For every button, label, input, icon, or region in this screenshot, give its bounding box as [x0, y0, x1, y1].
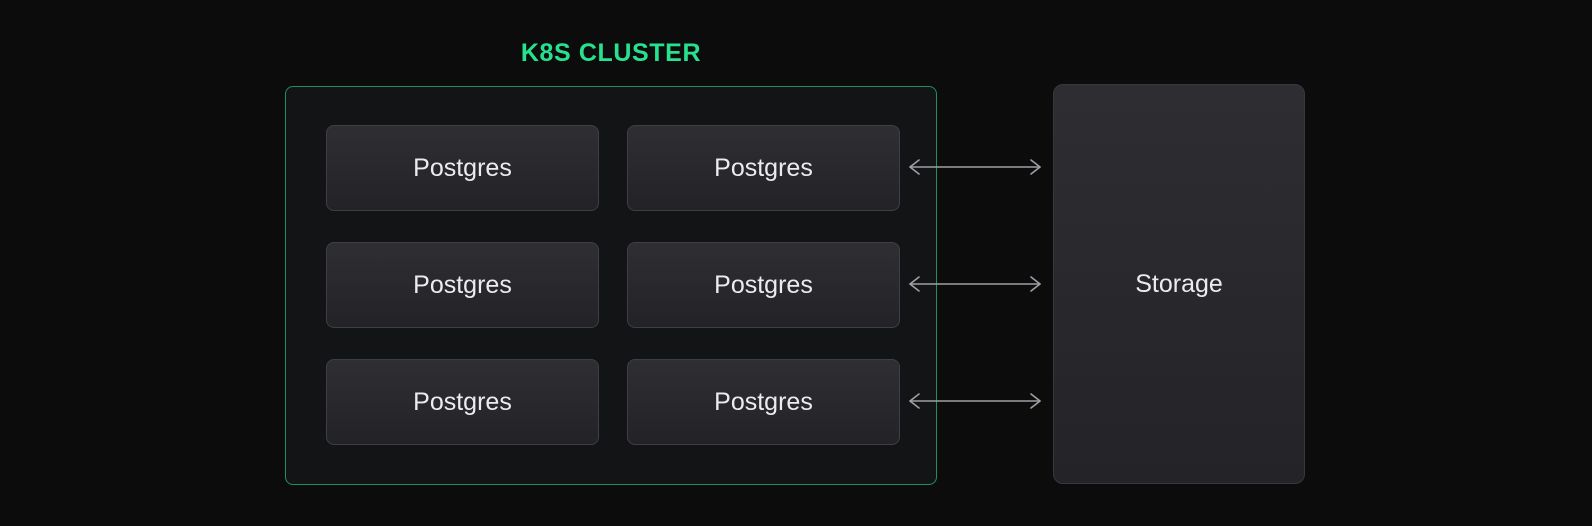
double-arrow-icon: [909, 159, 1041, 175]
double-arrow-icon: [909, 393, 1041, 409]
postgres-node-label: Postgres: [413, 270, 512, 299]
postgres-node-label: Postgres: [413, 387, 512, 416]
storage-box: Storage: [1053, 84, 1305, 484]
k8s-cluster-box: Postgres Postgres Postgres Postgres Post…: [285, 86, 937, 485]
postgres-node-label: Postgres: [714, 153, 813, 182]
postgres-node: Postgres: [627, 359, 900, 445]
storage-label: Storage: [1135, 269, 1223, 298]
postgres-node: Postgres: [326, 242, 599, 328]
double-arrow-icon: [909, 276, 1041, 292]
postgres-node-label: Postgres: [714, 387, 813, 416]
cluster-title: K8S CLUSTER: [520, 39, 702, 67]
postgres-node-label: Postgres: [413, 153, 512, 182]
postgres-node: Postgres: [326, 125, 599, 211]
postgres-node-label: Postgres: [714, 270, 813, 299]
postgres-node: Postgres: [326, 359, 599, 445]
postgres-node: Postgres: [627, 125, 900, 211]
postgres-node: Postgres: [627, 242, 900, 328]
